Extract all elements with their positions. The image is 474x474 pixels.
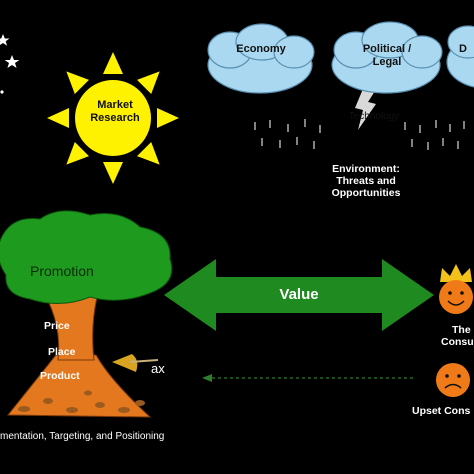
environment-label: Environment: Threats and Opportunities	[316, 163, 416, 199]
sun-label: Market Research	[78, 99, 152, 124]
value-double-arrow-icon	[164, 259, 434, 331]
cloud-label-political-line2: Legal	[372, 55, 402, 68]
stars-icon	[0, 34, 20, 94]
happy-consumer-icon	[439, 264, 473, 314]
axe-label: ax	[151, 361, 165, 376]
cloud-label-economy-line1: Economy	[236, 43, 286, 55]
sun-icon	[47, 52, 179, 184]
star-icon	[0, 90, 4, 94]
lightning-label: Technology	[348, 111, 400, 122]
tree-canopy-label: Promotion	[30, 263, 94, 279]
cloud-icon	[207, 23, 315, 94]
cloud-label-partial: D	[459, 43, 474, 56]
upset-consumer-label: Upset Cons	[412, 405, 471, 417]
cloud-label-political: Political / Legal	[345, 43, 429, 68]
tree-icon	[0, 210, 173, 418]
environment-line1: Environment:	[332, 163, 400, 175]
value-arrow-label: Value	[279, 286, 319, 303]
happy-consumer-line2: Consu	[441, 336, 474, 349]
star-icon	[4, 55, 20, 68]
lightning-icon	[355, 80, 382, 130]
cloud-icon	[446, 25, 474, 88]
cloud-icon	[331, 21, 443, 94]
cloud-label-political-line1: Political /	[362, 43, 412, 55]
happy-consumer-label: The Consu	[441, 324, 474, 348]
sun-label-line2: Research	[90, 111, 140, 124]
upset-consumer-icon	[436, 363, 470, 397]
ground-caption: mentation, Targeting, and Positioning	[0, 431, 165, 442]
cloud-label-economy: Economy	[222, 43, 300, 56]
axe-icon	[112, 354, 159, 372]
cloud-label-partial-line1: D	[459, 43, 467, 55]
environment-line2: Threats and	[336, 175, 396, 188]
trunk-label-product: Product	[40, 370, 80, 382]
clouds-layer	[207, 21, 474, 94]
environment-line3: Opportunities	[331, 187, 401, 200]
dashed-arrow-icon	[202, 374, 416, 382]
rain-icon	[254, 119, 465, 150]
trunk-label-place: Place	[48, 346, 76, 358]
sun-label-line1: Market	[97, 99, 133, 111]
star-icon	[0, 34, 10, 46]
happy-consumer-line1: The	[452, 324, 471, 336]
trunk-label-price: Price	[44, 320, 70, 332]
